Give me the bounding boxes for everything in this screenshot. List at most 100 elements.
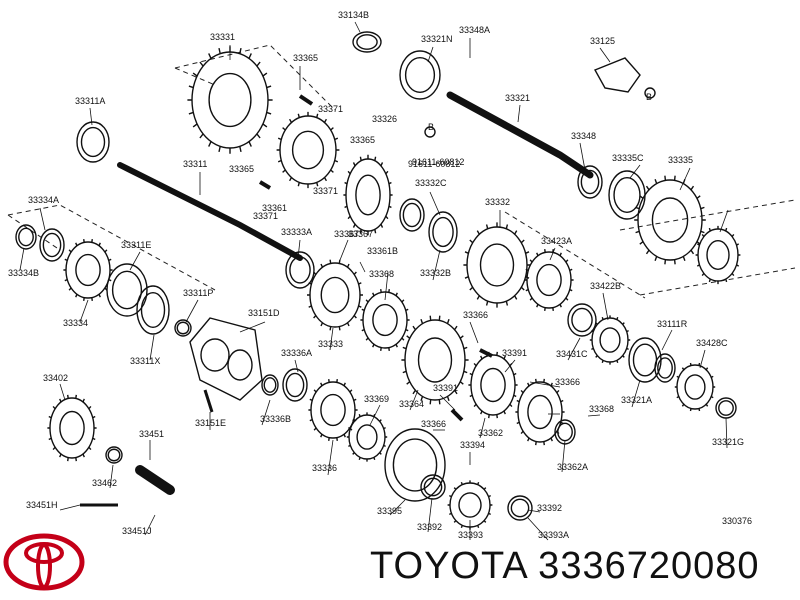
leader-line [432, 249, 441, 281]
leader-line [504, 359, 516, 373]
part-callout-label: 33336A [281, 348, 312, 358]
leader-line [661, 329, 673, 351]
part-callout-label: 33334 [63, 318, 88, 328]
part-callout-label: 33366 [463, 310, 488, 320]
key-33391-lower [450, 408, 464, 422]
bolt-marker-b-left [424, 126, 436, 138]
part-callout-label: 33151D [248, 308, 280, 318]
part-callout-label: 33422B [590, 281, 621, 291]
part-callout-label: 33431C [556, 349, 588, 359]
part-callout-label: 33393A [538, 530, 569, 540]
part-callout-label: 33332C [415, 178, 447, 188]
part-callout-label: 33391 [433, 383, 458, 393]
leader-line [297, 239, 301, 259]
snap-ring-33392 [420, 474, 446, 500]
part-callout-label: 33333A [281, 227, 312, 237]
gear-33333 [307, 259, 363, 331]
part-callout-label: 33393 [458, 530, 483, 540]
leader-line [527, 517, 549, 541]
part-callout-label: 33451J [122, 526, 152, 536]
part-callout-label: B [646, 92, 652, 102]
part-callout-label: 33371 [318, 104, 343, 114]
plate-hole-right [227, 349, 253, 381]
part-callout-label: 33365 [350, 135, 375, 145]
leader-line [599, 47, 611, 63]
part-callout-label: 33151E [195, 418, 226, 428]
part-callout-label: 33394 [460, 440, 485, 450]
part-callout-label: 33334B [8, 268, 39, 278]
part-callout-label: 33333 [318, 339, 343, 349]
figure-code-label: 330376 [722, 516, 752, 526]
gear-33367-right [695, 225, 741, 285]
part-callout-label: 33336 [312, 463, 337, 473]
part-callout-label: 33361B [367, 246, 398, 256]
leader-line [239, 321, 266, 333]
gear-33331 [187, 46, 273, 154]
part-callout-label: 33392 [417, 522, 442, 532]
part-callout-label: 33428C [696, 338, 728, 348]
part-callout-label: 33348 [571, 131, 596, 141]
part-callout-label: 33331 [210, 32, 235, 42]
part-callout-label: 33365 [293, 53, 318, 63]
bracket-33125 [594, 57, 641, 93]
gear-33422b [589, 315, 631, 365]
leader-line [59, 383, 66, 401]
leader-line [517, 104, 521, 123]
leader-line [631, 379, 641, 408]
leader-line [79, 299, 89, 323]
nut-33321g [715, 397, 737, 419]
leader-line [261, 399, 271, 426]
gear-33336 [308, 378, 358, 442]
part-callout-label: 91611-60812 [408, 159, 460, 169]
gear-33332 [463, 222, 531, 308]
snap-ring-33311p [174, 319, 192, 337]
plate-hole-left [200, 338, 230, 372]
leader-line [19, 247, 25, 271]
ring-33395 [384, 428, 446, 502]
gear-33428c [674, 362, 716, 412]
leader-line [89, 107, 93, 126]
part-callout-label: 33361 [262, 203, 287, 213]
washer-33462 [105, 446, 123, 464]
snap-ring-33311x [136, 285, 170, 335]
part-callout-label: 33392 [537, 503, 562, 513]
part-callout-label: 33395 [377, 506, 402, 516]
part-callout-label: 33311E [121, 240, 151, 250]
bearing-33335c [608, 170, 646, 220]
part-callout-label: 33311X [130, 356, 160, 366]
part-callout-label: 33336B [260, 414, 291, 424]
leader-line [679, 167, 691, 191]
dashed-frame-left [7, 204, 216, 291]
leader-line [59, 504, 81, 511]
part-callout-label: 33367 [334, 229, 359, 239]
part-callout-label: 33364 [399, 399, 424, 409]
leader-line [144, 514, 156, 536]
leader-line [527, 509, 541, 513]
part-callout-label: 33348A [459, 25, 490, 35]
part-callout-label: 33321G [712, 437, 744, 447]
leader-line [294, 359, 299, 373]
leader-line [439, 394, 456, 411]
leader-line [429, 191, 441, 216]
leader-line [529, 381, 561, 388]
hub-33362 [468, 351, 518, 419]
washer-33334b [15, 224, 37, 250]
gear-33334 [63, 238, 113, 302]
part-callout-label: 33111R [657, 319, 688, 329]
leader-line [129, 251, 141, 271]
leader-line [699, 349, 706, 369]
toyota-logo [3, 533, 85, 591]
gear-33361 [276, 111, 340, 189]
input-shaft-33311 [117, 162, 303, 261]
part-callout-label: 91611-60812 [412, 157, 464, 167]
leader-line [339, 239, 349, 261]
part-callout-label: 33335 [668, 155, 693, 165]
bearing-33334a [39, 228, 65, 262]
leader-line [469, 321, 479, 344]
bearing-33336a [282, 368, 308, 402]
part-callout-label: 33362 [478, 428, 503, 438]
sleeve-33364 [401, 315, 469, 405]
ring-33369 [346, 412, 388, 462]
washer-33336b [261, 374, 279, 396]
